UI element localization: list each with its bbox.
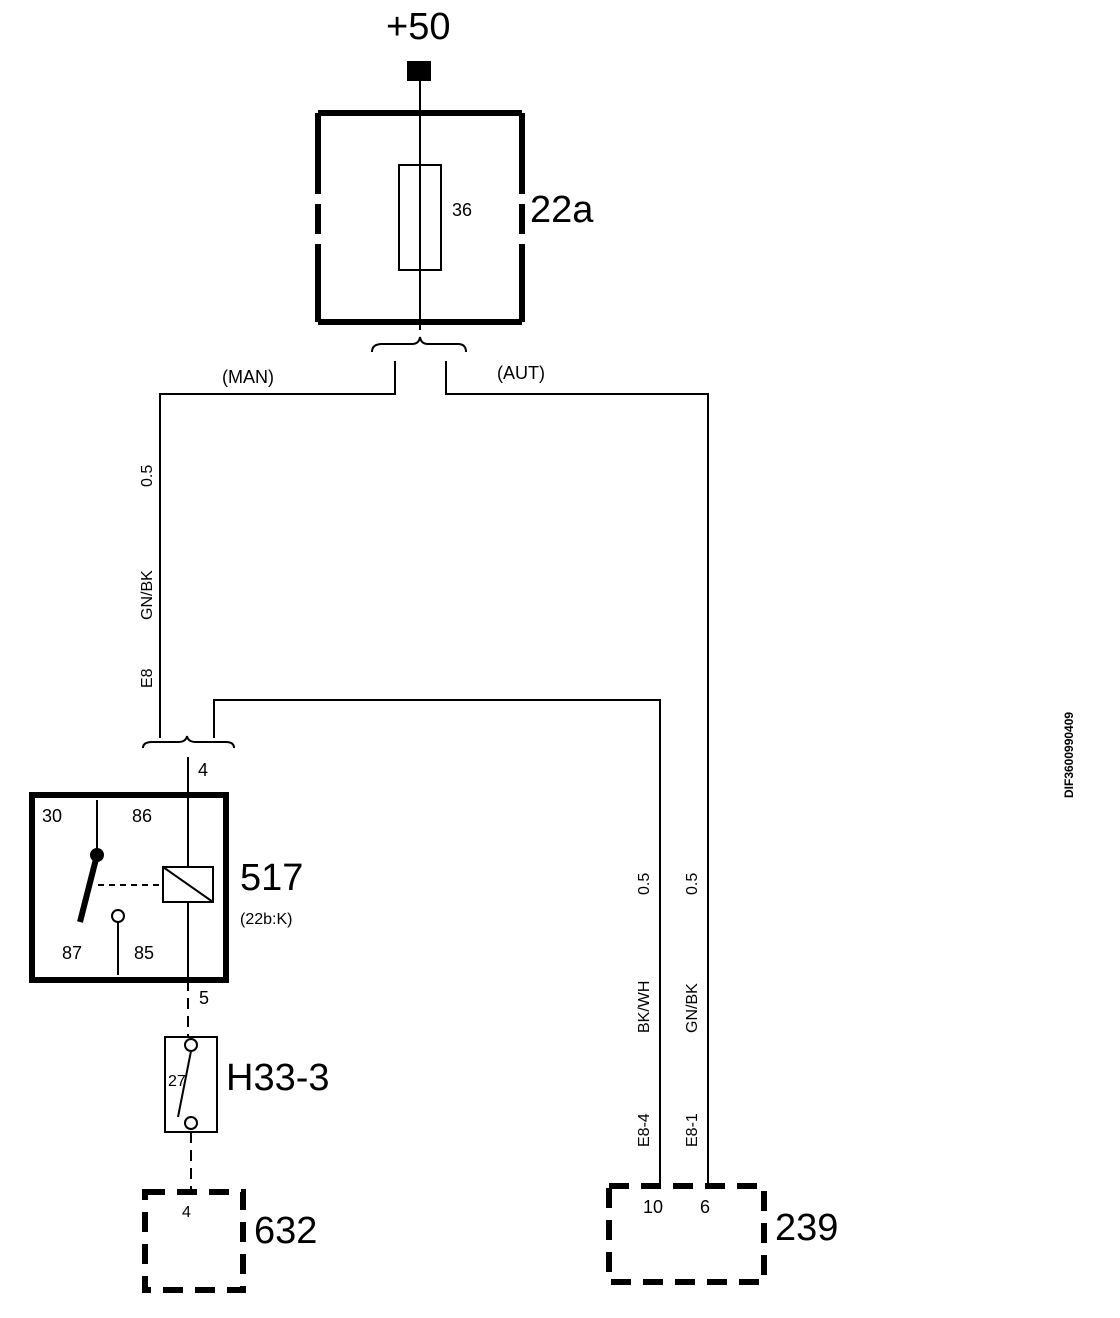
relay-contact-87 xyxy=(111,909,125,923)
right-wire-size: 0.5 xyxy=(684,873,701,895)
relay-ref: (22b:K) xyxy=(240,911,292,928)
relay-label: 517 xyxy=(240,857,303,899)
relay-pin-30: 30 xyxy=(42,806,62,826)
fuse-h33-3 xyxy=(164,1036,218,1133)
relay-pin-87: 87 xyxy=(62,943,82,963)
document-code: DIF3600990409 xyxy=(1062,712,1076,798)
h33-number: 27 xyxy=(168,1073,186,1090)
fuse-number: 36 xyxy=(452,200,472,220)
relay-top-pin: 4 xyxy=(198,760,208,780)
fuse-box-label: 22a xyxy=(530,189,594,231)
632-pin: 4 xyxy=(182,1204,191,1221)
fuse-box-22a xyxy=(315,110,525,325)
man-label: (MAN) xyxy=(222,367,274,387)
239-pin-10: 10 xyxy=(643,1197,663,1217)
left-wire-connector: E8 xyxy=(139,668,156,688)
join-brace xyxy=(142,735,235,749)
left-wire-size: 0.5 xyxy=(139,465,156,487)
right-wire-connector: E8-1 xyxy=(684,1113,701,1147)
632-label: 632 xyxy=(254,1210,317,1252)
mid-wire-size: 0.5 xyxy=(636,873,653,895)
man-wire xyxy=(159,361,396,738)
relay-pin-85: 85 xyxy=(134,943,154,963)
split-brace-top xyxy=(371,336,467,353)
aut-wire xyxy=(445,361,709,1185)
239-pin-6: 6 xyxy=(700,1197,710,1217)
relay-517 xyxy=(29,792,229,983)
h33-label: H33-3 xyxy=(226,1057,330,1099)
component-239 xyxy=(606,1183,767,1285)
component-632 xyxy=(142,1189,246,1293)
supply-terminal xyxy=(407,61,431,81)
aut-label: (AUT) xyxy=(497,363,545,383)
mid-wire-color: BK/WH xyxy=(636,981,653,1033)
relay-pin-86: 86 xyxy=(132,806,152,826)
left-wire-color: GN/BK xyxy=(139,570,156,620)
mid-wire-connector: E8-4 xyxy=(636,1113,653,1147)
relay-bottom-pin: 5 xyxy=(199,988,209,1008)
bk-wh-wire xyxy=(213,699,661,1185)
right-wire-color: GN/BK xyxy=(684,983,701,1033)
239-label: 239 xyxy=(775,1207,838,1249)
supply-label: +50 xyxy=(386,6,450,48)
relay-contact-arm xyxy=(77,854,100,923)
